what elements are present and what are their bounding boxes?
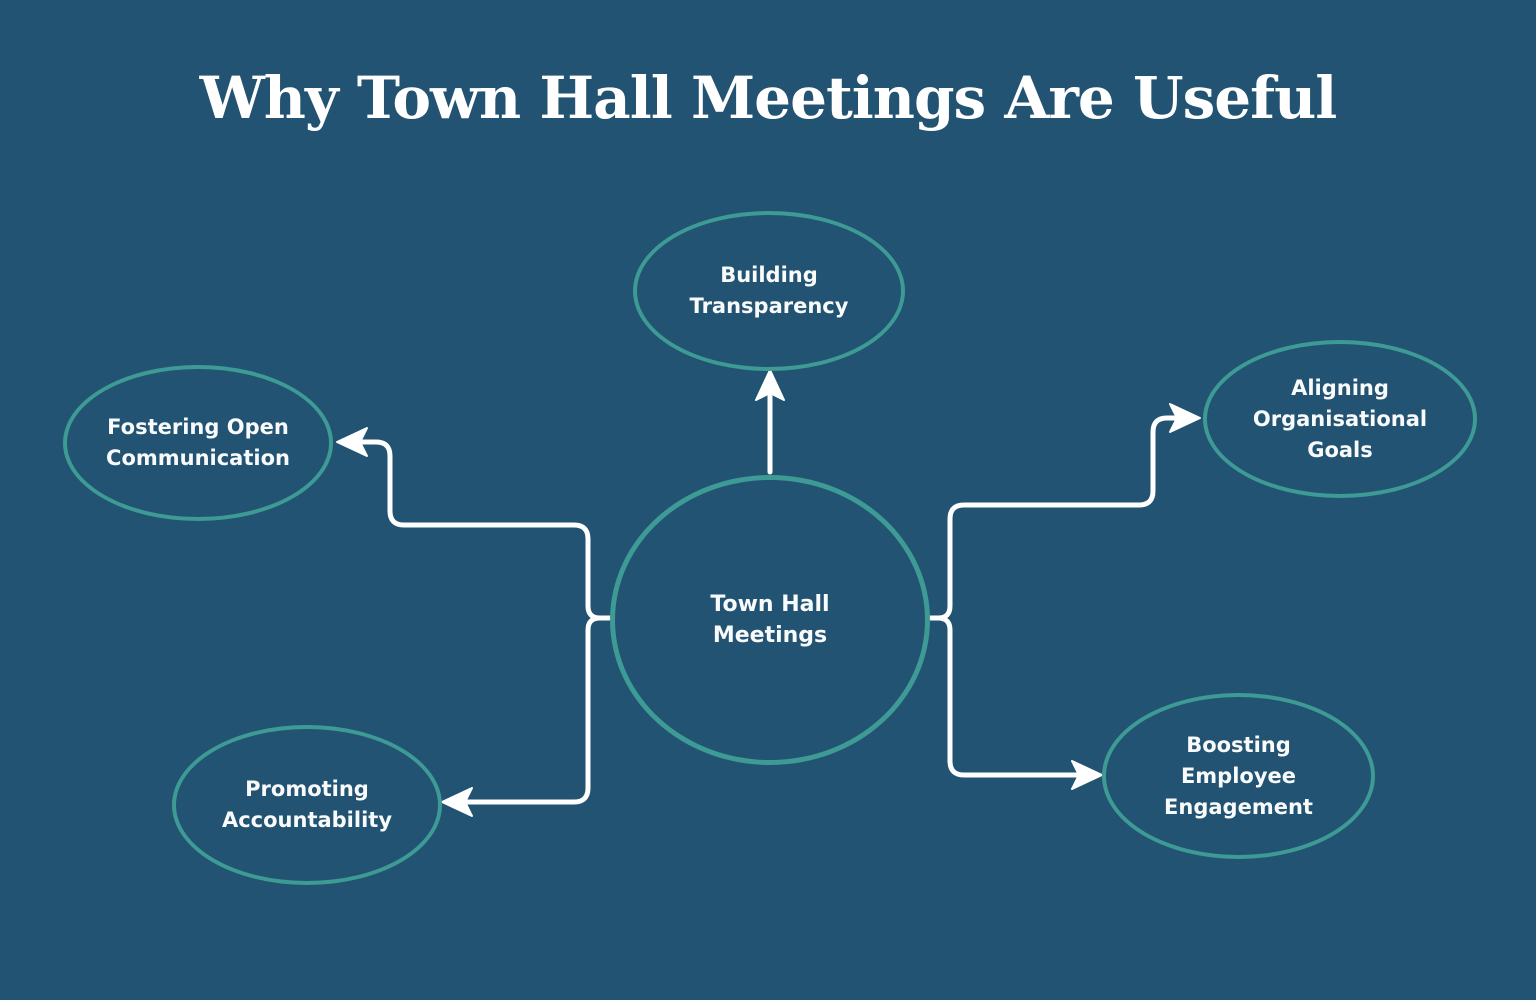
node-label: Building Transparency [689, 263, 849, 318]
node-label: Town Hall Meetings [710, 592, 830, 648]
arrowhead-left-upper-icon [336, 427, 368, 457]
node-fostering-open-communication: Fostering Open Communication [63, 365, 333, 521]
connector-boosting-employee-engagement [928, 615, 1080, 778]
node-label: Fostering Open Communication [106, 415, 290, 470]
node-label: Promoting Accountability [221, 777, 393, 832]
node-boosting-employee-engagement: Boosting Employee Engagement [1102, 693, 1375, 859]
connector-promoting-accountability [464, 615, 612, 805]
node-building-transparency: Building Transparency [633, 211, 905, 371]
page-title: Why Town Hall Meetings Are Useful [199, 64, 1338, 132]
connector-fostering-open-communication [359, 439, 612, 621]
node-promoting-accountability: Promoting Accountability [172, 725, 442, 885]
arrowhead-right-upper-icon [1169, 403, 1201, 433]
node-aligning-organisational-goals: Aligning Organisational Goals [1203, 340, 1477, 498]
connector-aligning-organisational-goals [928, 415, 1178, 621]
arrowhead-right-lower-icon [1071, 760, 1103, 790]
arrowhead-up-icon [755, 369, 785, 401]
node-label: Boosting Employee Engagement [1164, 732, 1313, 819]
node-label: Aligning Organisational Goals [1252, 375, 1428, 462]
arrowhead-left-lower-icon [441, 787, 473, 817]
node-town-hall-meetings: Town Hall Meetings [610, 475, 930, 765]
